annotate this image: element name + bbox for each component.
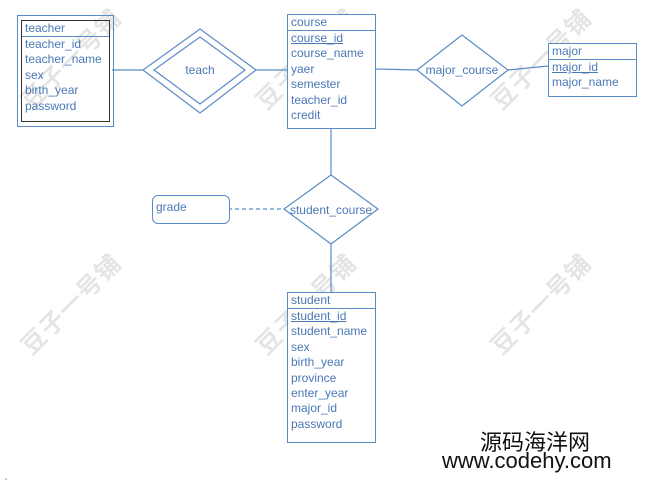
course-attr: credit bbox=[291, 108, 321, 123]
student-attr: major_id bbox=[291, 401, 338, 416]
course-attr: semester bbox=[291, 77, 341, 92]
stray-dot bbox=[5, 478, 7, 480]
major-entity: major major_id major_name bbox=[548, 43, 637, 97]
teacher-entity: teacher teacher_id teacher_name sex birt… bbox=[21, 20, 110, 122]
student-course-diamond bbox=[282, 174, 380, 245]
teach-diamond-inner bbox=[152, 36, 247, 105]
brand-url: www.codehy.com bbox=[442, 448, 612, 473]
student-attr-pk: student_id bbox=[291, 309, 347, 323]
student-attr: password bbox=[291, 416, 343, 431]
course-entity: course course_id course_name yaer semest… bbox=[287, 14, 376, 129]
teacher-attr: teacher_id bbox=[25, 37, 82, 51]
student-attr: province bbox=[291, 370, 337, 385]
grade-label: grade bbox=[156, 200, 187, 214]
course-attr: yaer bbox=[291, 61, 315, 76]
teach-label: teach bbox=[185, 63, 215, 77]
student-attr: student_name bbox=[291, 324, 368, 339]
student-attr: birth_year bbox=[291, 355, 345, 370]
brand-name: 源码海洋网 bbox=[480, 430, 591, 455]
edge-course-major-course bbox=[374, 68, 419, 71]
teacher-attr: teacher_name bbox=[25, 52, 102, 67]
major-course-diamond bbox=[416, 34, 509, 107]
course-attr: course_name bbox=[291, 46, 364, 61]
edge-major-course-major bbox=[507, 65, 549, 71]
student-course-label: student_course bbox=[289, 203, 373, 217]
course-attr: teacher_id bbox=[291, 92, 348, 107]
teacher-attr: birth_year bbox=[25, 83, 79, 98]
teacher-entity-outer bbox=[17, 15, 114, 127]
student-entity-title: student bbox=[288, 293, 375, 309]
teacher-attr: password bbox=[25, 98, 77, 113]
major-entity-title: major bbox=[549, 44, 636, 60]
major-attr: major_name bbox=[552, 75, 619, 90]
course-entity-title: course bbox=[288, 15, 375, 31]
major-course-label: major_course bbox=[425, 63, 499, 77]
student-attr: enter_year bbox=[291, 386, 349, 401]
course-attr-pk: course_id bbox=[291, 31, 344, 45]
grade-attribute: grade bbox=[152, 195, 230, 224]
student-entity: student student_id student_name sex birt… bbox=[287, 292, 376, 443]
major-attr-pk: major_id bbox=[552, 60, 599, 74]
student-attr: sex bbox=[291, 339, 310, 354]
teacher-entity-title: teacher bbox=[22, 21, 109, 37]
teacher-attr: sex bbox=[25, 67, 44, 82]
